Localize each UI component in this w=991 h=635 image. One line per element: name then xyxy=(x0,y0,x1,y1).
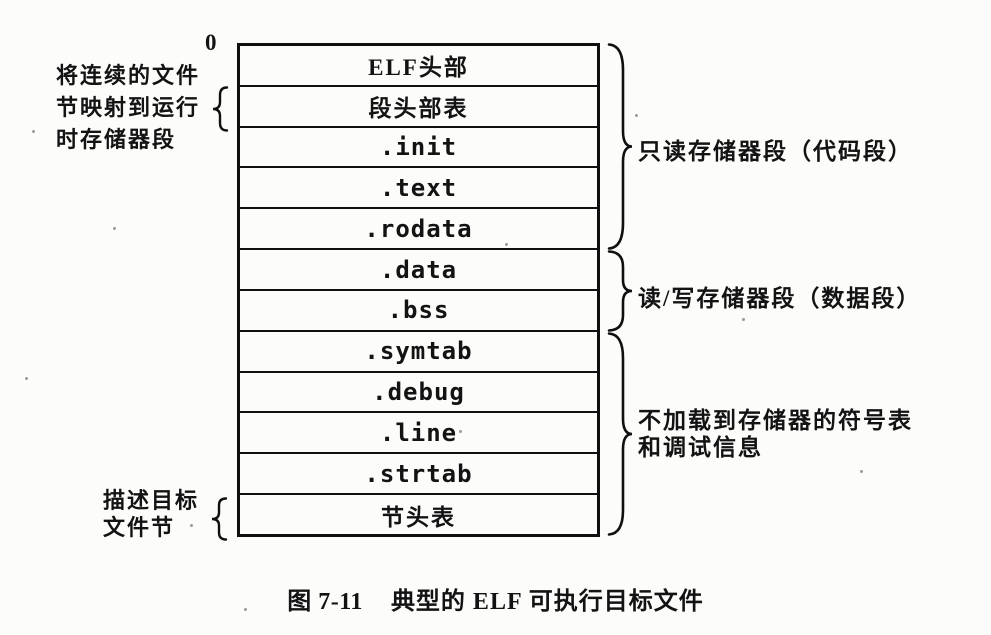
section-row-debug: .debug xyxy=(240,373,597,414)
figure-title: 典型的 ELF 可执行目标文件 xyxy=(390,589,704,615)
section-row-text: .text xyxy=(240,168,597,210)
section-row-elf-header: ELF头部 xyxy=(240,46,597,87)
not-loaded-label-line: 和调试信息 xyxy=(638,435,763,460)
readonly-segment-label: 只读存储器段（代码段） xyxy=(638,139,913,164)
scan-noise-dot xyxy=(113,227,116,230)
section-row-strtab: .strtab xyxy=(240,454,597,496)
describe-sections-line: 文件节 xyxy=(103,515,176,540)
section-row-segment-header: 段头部表 xyxy=(240,87,597,128)
elf-file-box: ELF头部 段头部表 .init .text .rodata .data .bs… xyxy=(237,43,600,537)
section-row-bss: .bss xyxy=(240,291,597,332)
scan-noise-dot xyxy=(635,114,638,117)
scan-noise-dot xyxy=(25,377,28,380)
not-loaded-label: 不加载到存储器的符号表 和调试信息 xyxy=(638,407,913,461)
not-loaded-label-line: 不加载到存储器的符号表 xyxy=(638,408,913,433)
scan-noise-dot xyxy=(505,243,508,246)
figure-number: 图 7-11 xyxy=(287,589,363,615)
scan-noise-dot xyxy=(860,470,863,473)
scan-noise-dot xyxy=(190,524,193,527)
scan-noise-dot xyxy=(459,430,462,433)
left-brace-icon xyxy=(212,86,229,132)
mapping-note-line: 时存储器段 xyxy=(56,127,177,152)
section-row-section-header: 节头表 xyxy=(381,504,456,530)
section-row-rodata: .rodata xyxy=(240,209,597,251)
section-row-symtab: .symtab xyxy=(240,332,597,373)
figure-caption: 图 7-11 典型的 ELF 可执行目标文件 xyxy=(0,581,991,616)
scan-noise-dot xyxy=(32,130,35,133)
readwrite-segment-label: 读/写存储器段（数据段） xyxy=(638,286,922,311)
section-row-data: .data xyxy=(240,250,597,291)
section-row-init: .init xyxy=(240,128,597,169)
describe-sections-note: 描述目标 文件节 xyxy=(103,487,199,541)
right-brace-icon xyxy=(607,332,633,536)
mapping-note-line: 将连续的文件 xyxy=(56,63,201,88)
right-brace-icon xyxy=(607,250,633,332)
right-brace-icon xyxy=(607,43,633,250)
scan-noise-dot xyxy=(742,318,745,321)
section-row-line: .line xyxy=(240,413,597,455)
address-zero-label: 0 xyxy=(205,30,217,55)
scan-noise-dot xyxy=(244,608,247,611)
left-brace-icon xyxy=(211,497,228,541)
describe-sections-line: 描述目标 xyxy=(103,488,200,513)
mapping-note-line: 节映射到运行 xyxy=(56,95,201,120)
mapping-note: 将连续的文件 节映射到运行 时存储器段 xyxy=(56,60,200,156)
